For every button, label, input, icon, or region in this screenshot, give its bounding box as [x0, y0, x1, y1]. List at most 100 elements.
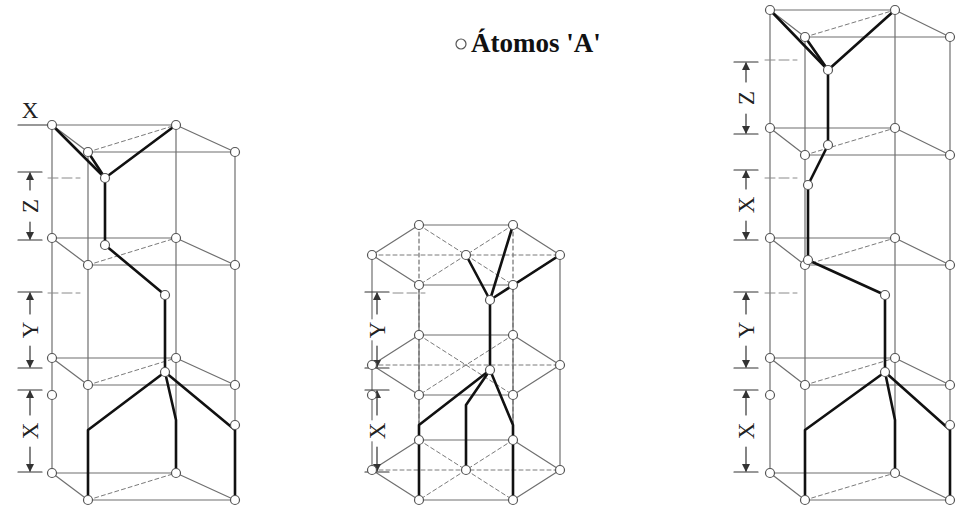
plane-diagonal	[88, 125, 176, 152]
atom	[415, 281, 424, 290]
atom	[101, 241, 110, 250]
cell-plane	[52, 358, 235, 385]
atom	[161, 291, 170, 300]
atom	[415, 436, 424, 445]
bond	[466, 255, 490, 300]
bonds	[52, 10, 950, 500]
atom	[462, 251, 471, 260]
bond	[88, 372, 165, 500]
atom	[172, 121, 181, 130]
atom	[48, 354, 57, 363]
dimension-arrow	[376, 447, 377, 471]
atom	[415, 496, 424, 505]
atom	[509, 436, 518, 445]
plane-diagonal	[88, 238, 176, 265]
plane-diagonal	[805, 473, 895, 500]
atom	[368, 361, 377, 370]
bond	[105, 125, 176, 178]
dimension-arrow	[745, 447, 746, 471]
atom	[946, 381, 955, 390]
layer-label: Z	[735, 89, 758, 107]
bond	[805, 372, 885, 500]
atom	[891, 234, 900, 243]
atom	[801, 33, 810, 42]
cell-plane	[770, 473, 950, 500]
bond	[805, 37, 828, 70]
layer-mark	[765, 178, 797, 179]
bond	[165, 372, 235, 500]
atom	[172, 234, 181, 243]
cell-lines	[52, 10, 950, 500]
layer-label: X	[366, 421, 389, 442]
atom	[766, 234, 775, 243]
bond	[885, 372, 950, 500]
dimension-arrow	[745, 114, 746, 133]
atom	[946, 421, 955, 430]
dimension-arrow	[376, 293, 377, 314]
bond	[828, 10, 895, 70]
atom	[415, 221, 424, 230]
atom	[804, 256, 813, 265]
legend-entry: Átomos 'A'	[454, 28, 601, 59]
layer-label: X	[19, 421, 42, 442]
dimension-arrow	[745, 391, 746, 415]
atom	[946, 151, 955, 160]
plane-diagonal	[805, 358, 895, 385]
atom	[891, 6, 900, 15]
dimension-arrow	[745, 221, 746, 239]
hex-diagonal	[419, 335, 513, 395]
hex-plane	[372, 335, 560, 395]
atom	[231, 381, 240, 390]
atom	[161, 368, 170, 377]
atom	[48, 234, 57, 243]
bond	[105, 178, 165, 372]
atom	[946, 33, 955, 42]
atom	[415, 331, 424, 340]
layer-mark	[48, 178, 80, 179]
atom	[556, 251, 565, 260]
atom	[84, 261, 93, 270]
atom	[509, 221, 518, 230]
bond	[885, 372, 895, 473]
dimension-arrow	[745, 171, 746, 189]
atom	[946, 261, 955, 270]
atom	[231, 148, 240, 157]
dimension-arrow	[29, 293, 30, 314]
atom	[801, 151, 810, 160]
hex-diagonal	[419, 335, 513, 395]
layer-mark	[393, 293, 425, 294]
hex-plane	[372, 225, 560, 285]
cell-edge	[51, 125, 52, 473]
atom	[891, 124, 900, 133]
dimension-arrow	[29, 391, 30, 415]
layer-label: Y	[19, 320, 42, 341]
layer-label: Y	[366, 320, 389, 341]
bond	[489, 300, 492, 370]
atom	[368, 466, 377, 475]
legend-text: Átomos 'A'	[471, 28, 601, 59]
atom	[48, 469, 57, 478]
atom	[766, 6, 775, 15]
atom	[48, 121, 57, 130]
atom	[556, 361, 565, 370]
bond	[165, 372, 176, 473]
atom	[368, 391, 377, 400]
atom	[231, 421, 240, 430]
atom	[486, 366, 495, 375]
layer-label: X	[735, 421, 758, 442]
atom	[801, 496, 810, 505]
bond	[419, 370, 490, 500]
atom	[231, 261, 240, 270]
cell-plane	[52, 473, 235, 500]
bond	[808, 70, 885, 372]
atom	[486, 296, 495, 305]
atoms	[48, 6, 955, 505]
dimension-arrow	[29, 346, 30, 367]
cell-plane	[770, 10, 950, 37]
dimension-marks	[18, 62, 758, 472]
bond	[490, 255, 560, 300]
atom	[766, 124, 775, 133]
dimension-arrow	[29, 447, 30, 471]
dimension-arrow	[745, 63, 746, 82]
